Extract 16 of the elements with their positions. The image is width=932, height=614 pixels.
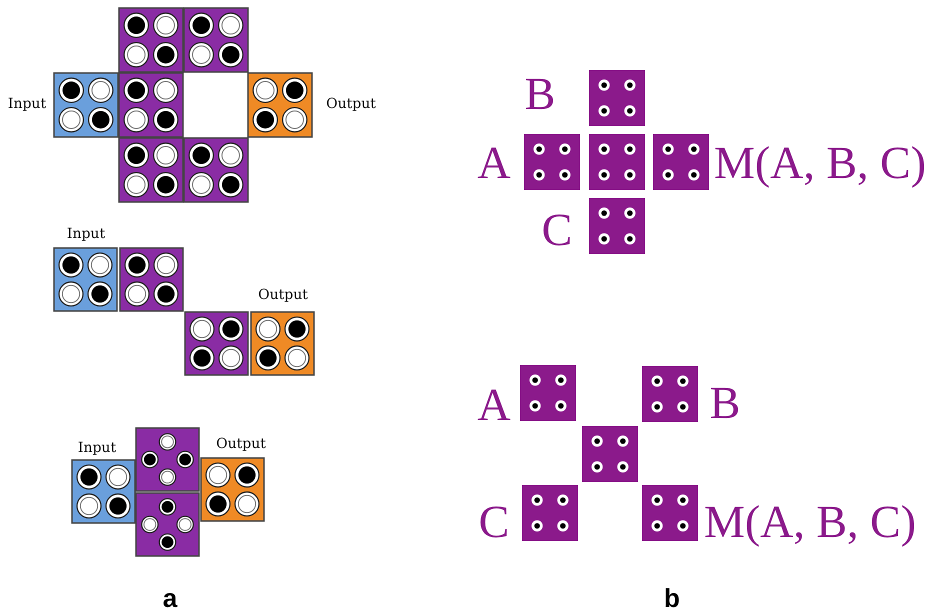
signal-label: C <box>542 207 572 253</box>
signal-label: C <box>478 499 510 545</box>
panel-label: b <box>664 585 680 611</box>
port-label: Input <box>66 227 106 241</box>
output-label: M(A, B, C) <box>714 140 926 186</box>
signal-label: A <box>477 382 511 428</box>
signal-label: B <box>524 71 556 117</box>
signal-label: B <box>710 380 740 426</box>
port-label: Output <box>258 288 308 302</box>
signal-label: A <box>477 140 511 186</box>
panel-label: a <box>162 585 178 611</box>
port-label: Input <box>8 97 46 111</box>
port-label: Output <box>326 97 376 111</box>
port-label: Output <box>216 437 266 451</box>
port-label: Input <box>78 441 116 455</box>
output-label: M(A, B, C) <box>704 499 916 545</box>
